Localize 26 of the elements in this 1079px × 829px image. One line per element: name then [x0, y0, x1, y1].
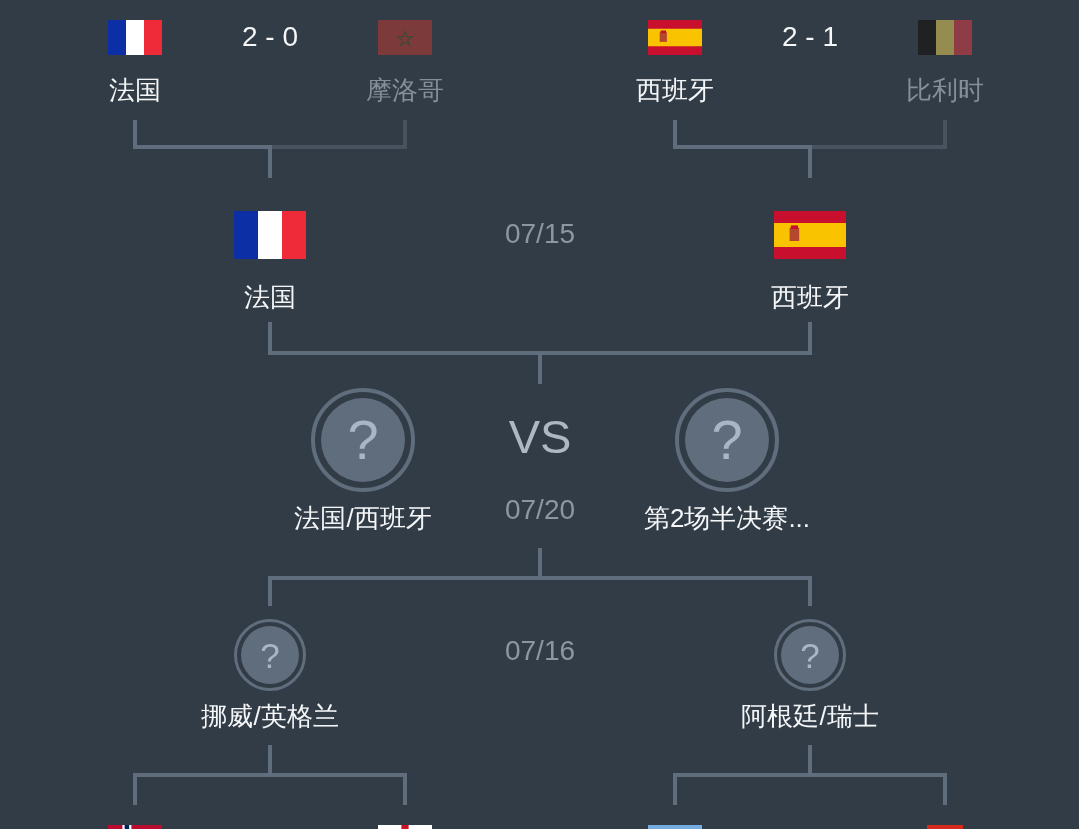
placeholder-circle: ?: [774, 619, 846, 691]
team-name: 西班牙: [771, 282, 849, 314]
bracket-line: [538, 322, 812, 384]
match-date: 07/16: [504, 634, 576, 668]
score-text: 2 - 0: [242, 20, 298, 54]
team-name: 比利时: [906, 75, 984, 107]
team-name: 法国: [109, 75, 161, 107]
score-text: 2 - 1: [782, 20, 838, 54]
team-name: 西班牙: [636, 75, 714, 107]
team-name: 法国: [244, 282, 296, 314]
bracket-line: [268, 745, 407, 805]
bracket-line: [133, 120, 272, 178]
match-date: 07/20: [504, 493, 576, 527]
placeholder-circle: ?: [311, 388, 415, 492]
bracket-line: [808, 745, 947, 805]
bracket-line: [538, 548, 812, 606]
team-name: 法国/西班牙: [294, 503, 432, 535]
team-name: 阿根廷/瑞士: [741, 701, 879, 733]
match-date: 07/15: [504, 217, 576, 251]
team-name: 挪威/英格兰: [201, 701, 339, 733]
team-name: 摩洛哥: [366, 75, 444, 107]
placeholder-circle: ?: [675, 388, 779, 492]
bracket-line: [673, 120, 812, 178]
team-name: 第2场半决赛...: [643, 503, 811, 535]
placeholder-circle: ?: [234, 619, 306, 691]
vs-text: VS: [508, 409, 572, 466]
